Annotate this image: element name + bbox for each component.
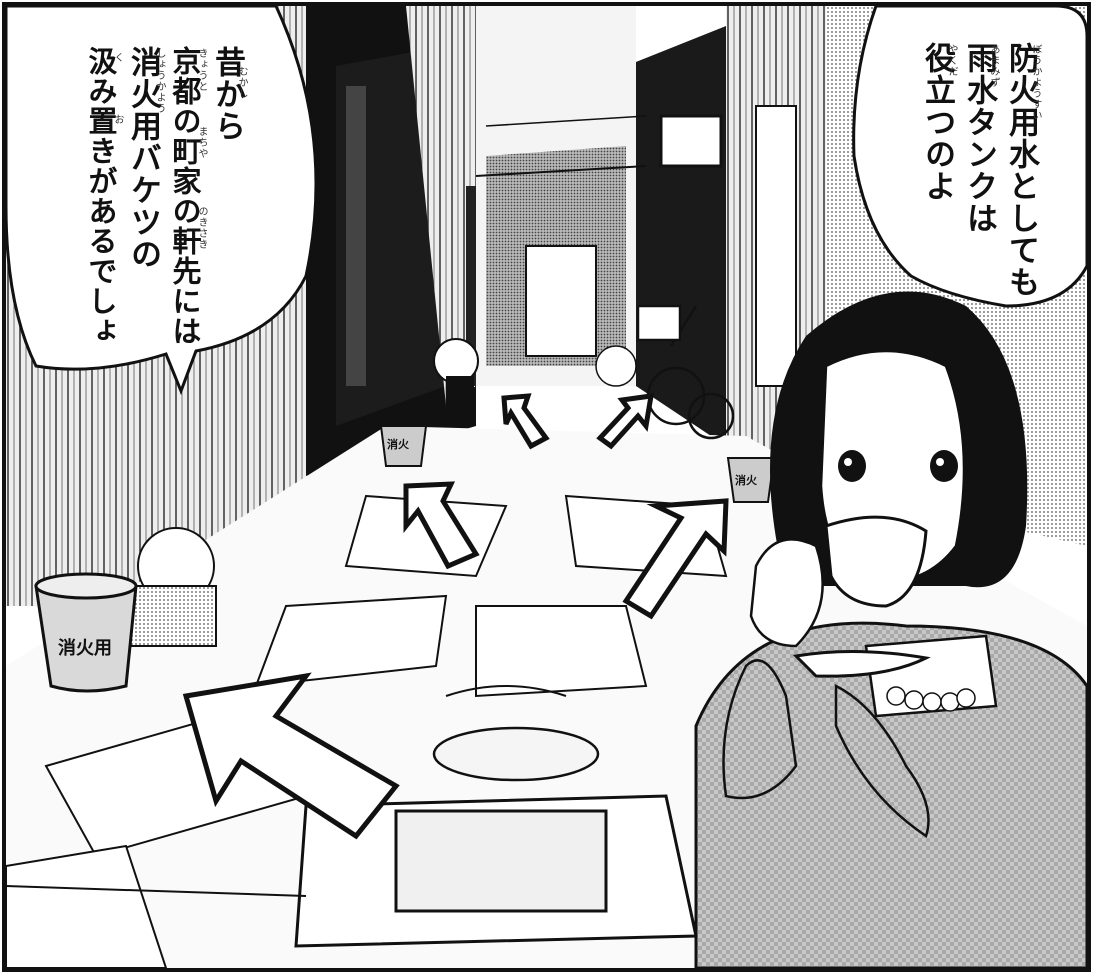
bucket-label-small-left: 消火 [387, 438, 409, 451]
speech-right-line-1: 防火用水としても [1003, 42, 1039, 298]
speech-left-line-2: 京都の町家の軒先には [168, 46, 202, 346]
speech-bubble-left [6, 6, 318, 396]
bicycle [636, 304, 735, 440]
ruby-ku: く [112, 52, 123, 63]
alley-scene [6, 6, 1087, 968]
ruby-mukashi: むかし [236, 66, 247, 99]
ruby-boukayousui: ぼうかようすい [1030, 44, 1041, 121]
speech-left-line-1: 昔から [209, 46, 245, 142]
speech-right-line-2: 雨水タンクは [961, 42, 997, 234]
direction-arrows [182, 393, 729, 840]
woman [694, 291, 1087, 968]
arrow-large-left [182, 672, 400, 840]
ruby-o: お [112, 114, 123, 125]
ruby-shoukayou: しょうかよう [154, 48, 165, 114]
potted-plants [125, 338, 637, 647]
distant-alley [475, 6, 647, 386]
speech-left-line-3: 消火用バケツの [125, 46, 161, 270]
arrow-far-right [596, 393, 655, 450]
bucket-label-large: 消火用 [58, 638, 112, 659]
arrow-large-right [622, 498, 729, 620]
speech-bubbles [6, 6, 1087, 396]
speech-right-line-3: 役立つのよ [919, 42, 955, 202]
ruby-machiya: まちや [196, 126, 207, 159]
arrow-mid-left [403, 481, 480, 570]
speech-bubble-right [852, 6, 1087, 308]
bucket-label-small-right: 消火 [735, 474, 757, 487]
fire-buckets [34, 425, 776, 693]
speech-left-line-4: 汲み置きがあるでしょ [84, 46, 118, 346]
arrow-far-center [501, 393, 550, 450]
ruby-nokisaki: のきさき [196, 206, 207, 250]
ruby-kyouto: きょうと [196, 48, 207, 92]
ruby-amamizu: あまみず [988, 44, 999, 88]
ruby-yakuda: やくだ [946, 44, 957, 77]
